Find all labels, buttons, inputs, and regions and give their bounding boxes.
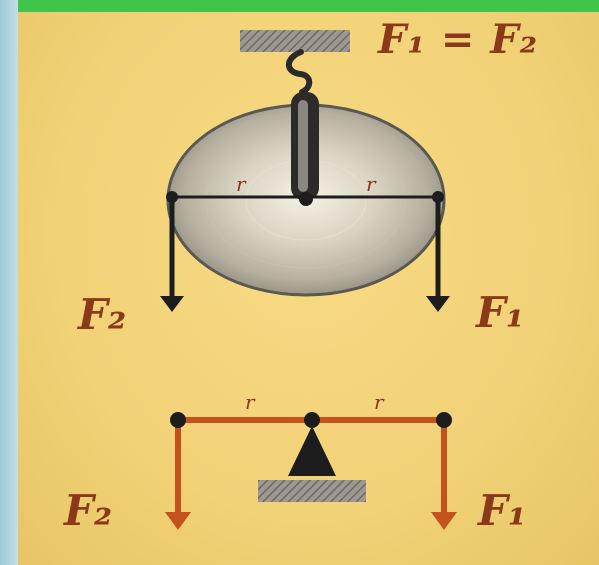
ceiling-support — [240, 30, 350, 52]
lever-force-left-label: F₂ — [64, 486, 113, 535]
lever-fulcrum-point — [304, 412, 320, 428]
arrow-right-pulley — [426, 296, 450, 312]
pulley-radius-left-label: r — [236, 172, 246, 196]
lever-arm-right-label: r — [374, 390, 384, 414]
pulley-force-left-label: F₂ — [78, 290, 127, 339]
pulley-radius-right-label: r — [366, 172, 376, 196]
hook-icon — [285, 49, 313, 95]
arrow-left-pulley — [160, 296, 184, 312]
left-edge-strip — [0, 0, 22, 565]
lever-force-right-label: F₁ — [478, 486, 527, 535]
fulcrum-base — [258, 480, 366, 502]
equality-formula: F₁ = F₂ — [378, 16, 539, 63]
lever-left-point — [170, 412, 186, 428]
lever-right-point — [436, 412, 452, 428]
axle-point — [299, 192, 313, 206]
arrow-left-lever — [165, 512, 191, 530]
lever-arm-left-label: r — [245, 390, 255, 414]
arrow-right-lever — [431, 512, 457, 530]
fulcrum-triangle — [288, 426, 336, 476]
pulley-force-right-label: F₁ — [476, 288, 525, 337]
top-accent-bar — [18, 0, 599, 12]
